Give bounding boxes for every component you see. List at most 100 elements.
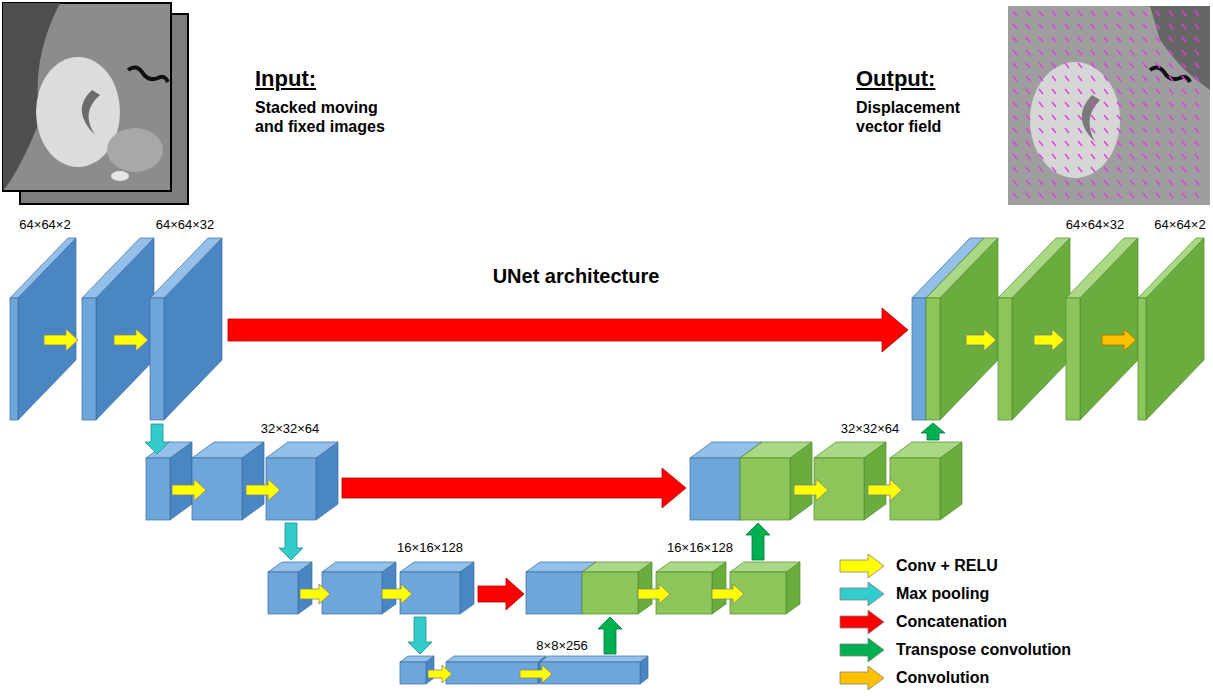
- operation-arrow: [114, 329, 148, 351]
- vector-dash: [1078, 63, 1082, 68]
- vector-dash: [1182, 167, 1186, 172]
- vector-dash: [1039, 89, 1043, 94]
- legend-swatch: [838, 637, 886, 663]
- vector-dash: [1104, 128, 1108, 133]
- vector-dash: [1169, 154, 1173, 159]
- vector-dash: [1013, 76, 1017, 81]
- vector-dash: [1013, 11, 1017, 16]
- block-front: [322, 572, 382, 614]
- vector-dash: [1078, 115, 1082, 120]
- diagram-title: UNet architecture: [493, 264, 660, 288]
- vector-dash: [1130, 89, 1134, 94]
- vector-dash: [1130, 37, 1134, 42]
- feature-map-block: [1138, 238, 1204, 420]
- vector-dash: [1169, 11, 1173, 16]
- vector-dash: [1156, 89, 1160, 94]
- vector-dash: [1039, 167, 1043, 172]
- vector-dash: [1156, 141, 1160, 146]
- operation-arrow: [342, 468, 686, 508]
- legend-label: Concatenation: [896, 613, 1007, 631]
- vector-dash: [1156, 24, 1160, 29]
- vector-dash: [1169, 50, 1173, 55]
- block-top: [926, 238, 998, 298]
- vector-dash: [1091, 167, 1095, 172]
- vector-dash: [1104, 76, 1108, 81]
- dimension-label: 8×8×256: [536, 638, 587, 654]
- vector-dash: [1052, 50, 1056, 55]
- vector-dash: [1091, 102, 1095, 107]
- block-top: [322, 562, 396, 572]
- organ-shape: [107, 128, 163, 172]
- block-front: [82, 298, 96, 420]
- vector-dash: [1052, 11, 1056, 16]
- feature-maps: [10, 238, 1204, 684]
- vector-dash: [1039, 63, 1043, 68]
- dimension-label: 32×32×64: [261, 421, 320, 437]
- legend-swatch: [838, 665, 886, 691]
- vector-dash: [1039, 193, 1043, 198]
- feature-map-block: [998, 238, 1070, 420]
- block-top: [730, 562, 800, 572]
- operation-arrow: [921, 423, 945, 440]
- vector-dash: [1104, 63, 1108, 68]
- vector-dash: [1052, 193, 1056, 198]
- vector-dash: [1182, 24, 1186, 29]
- block-top: [266, 442, 338, 458]
- image-front: [3, 3, 171, 191]
- operation-arrow: [145, 424, 169, 454]
- block-top: [82, 238, 154, 298]
- vector-dash: [1091, 89, 1095, 94]
- vector-dash: [1078, 141, 1082, 146]
- vector-dash: [1026, 141, 1030, 146]
- dimension-label: 32×32×64: [841, 421, 900, 437]
- operation-arrow: [712, 584, 744, 604]
- block-front: [690, 458, 740, 520]
- vector-dash: [1156, 167, 1160, 172]
- operation-arrows: [44, 308, 1136, 683]
- block-top: [740, 442, 812, 458]
- block-front: [146, 458, 170, 520]
- vector-dash: [1013, 24, 1017, 29]
- vector-dash: [1182, 37, 1186, 42]
- block-top: [10, 238, 76, 298]
- vector-dash: [1156, 193, 1160, 198]
- vector-dash: [1156, 128, 1160, 133]
- vector-dash: [1065, 76, 1069, 81]
- vector-dash: [1052, 37, 1056, 42]
- vector-dash: [1091, 154, 1095, 159]
- vector-dash: [1078, 37, 1082, 42]
- operation-arrow: [868, 479, 902, 501]
- block-front: [526, 572, 582, 614]
- vector-dash: [1182, 50, 1186, 55]
- vector-dash: [1117, 24, 1121, 29]
- block-top: [582, 562, 652, 572]
- legend-label: Transpose convolution: [896, 641, 1071, 659]
- vector-dash: [1130, 154, 1134, 159]
- vector-dash: [1026, 89, 1030, 94]
- vector-dash: [1195, 193, 1199, 198]
- block-top: [998, 238, 1070, 298]
- vector-dash: [1143, 37, 1147, 42]
- vector-dash: [1091, 193, 1095, 198]
- block-top: [446, 656, 546, 662]
- feature-map-block: [582, 562, 652, 614]
- vector-dash: [1026, 102, 1030, 107]
- dimension-label: 16×16×128: [397, 540, 463, 556]
- vector-dash: [1156, 154, 1160, 159]
- feature-map-block: [192, 442, 264, 520]
- vector-dash: [1130, 63, 1134, 68]
- vector-dash: [1143, 154, 1147, 159]
- vector-dash: [1169, 63, 1173, 68]
- vector-dash: [1182, 141, 1186, 146]
- vector-dash: [1182, 115, 1186, 120]
- vector-dash: [1143, 141, 1147, 146]
- block-front: [268, 572, 298, 614]
- legend-label: Conv + RELU: [896, 557, 998, 575]
- vector-dash: [1117, 11, 1121, 16]
- operation-arrow: [478, 578, 524, 610]
- vector-dash: [1065, 102, 1069, 107]
- vector-dash: [1156, 115, 1160, 120]
- operation-arrow: [638, 584, 670, 604]
- vector-dash: [1169, 141, 1173, 146]
- legend-swatch: [838, 553, 886, 579]
